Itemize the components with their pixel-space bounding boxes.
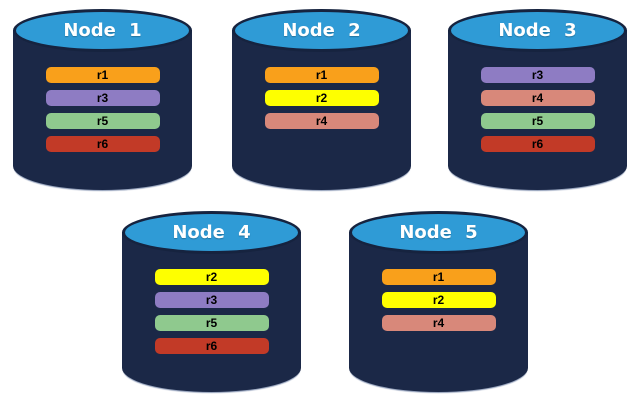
- cylinder-body: [122, 232, 301, 392]
- node-cylinder-3: Node 3 r3 r4 r5 r6: [448, 9, 627, 190]
- cylinder-body: [232, 30, 411, 190]
- node-cylinder-5: Node 5 r1 r2 r4: [349, 211, 528, 392]
- node-title: Node 5: [399, 222, 478, 243]
- node-cylinder-1: Node 1 r1 r3 r5 r6: [13, 9, 192, 190]
- replica-bar-r6: r6: [45, 136, 160, 152]
- replica-bar-r2: r2: [154, 269, 269, 285]
- node-title: Node 4: [172, 222, 251, 243]
- cylinder-top: Node 1: [13, 9, 192, 52]
- replica-bar-r6: r6: [480, 136, 595, 152]
- node-cylinder-4: Node 4 r2 r3 r5 r6: [122, 211, 301, 392]
- replica-bar-r1: r1: [45, 67, 160, 83]
- replica-bar-r6: r6: [154, 338, 269, 354]
- replica-bar-r1: r1: [381, 269, 496, 285]
- replica-bar-r4: r4: [381, 315, 496, 331]
- replica-bar-r2: r2: [264, 90, 379, 106]
- cylinder-top: Node 3: [448, 9, 627, 52]
- replica-list: r1 r3 r5 r6: [13, 67, 192, 152]
- replica-bar-r3: r3: [480, 67, 595, 83]
- replica-bar-r1: r1: [264, 67, 379, 83]
- node-cylinder-2: Node 2 r1 r2 r4: [232, 9, 411, 190]
- replica-list: r3 r4 r5 r6: [448, 67, 627, 152]
- replica-bar-r4: r4: [480, 90, 595, 106]
- cylinder-body: [349, 232, 528, 392]
- replica-bar-r5: r5: [154, 315, 269, 331]
- node-title: Node 1: [63, 20, 142, 41]
- replica-bar-r5: r5: [45, 113, 160, 129]
- cylinder-body: [13, 30, 192, 190]
- replica-list: r1 r2 r4: [232, 67, 411, 129]
- replica-list: r2 r3 r5 r6: [122, 269, 301, 354]
- replica-bar-r4: r4: [264, 113, 379, 129]
- node-title: Node 3: [498, 20, 577, 41]
- replica-list: r1 r2 r4: [349, 269, 528, 331]
- cylinder-top: Node 2: [232, 9, 411, 52]
- replica-bar-r5: r5: [480, 113, 595, 129]
- node-title: Node 2: [282, 20, 361, 41]
- cylinder-top: Node 4: [122, 211, 301, 254]
- replica-bar-r3: r3: [154, 292, 269, 308]
- cylinder-body: [448, 30, 627, 190]
- replica-bar-r2: r2: [381, 292, 496, 308]
- replica-bar-r3: r3: [45, 90, 160, 106]
- cylinder-top: Node 5: [349, 211, 528, 254]
